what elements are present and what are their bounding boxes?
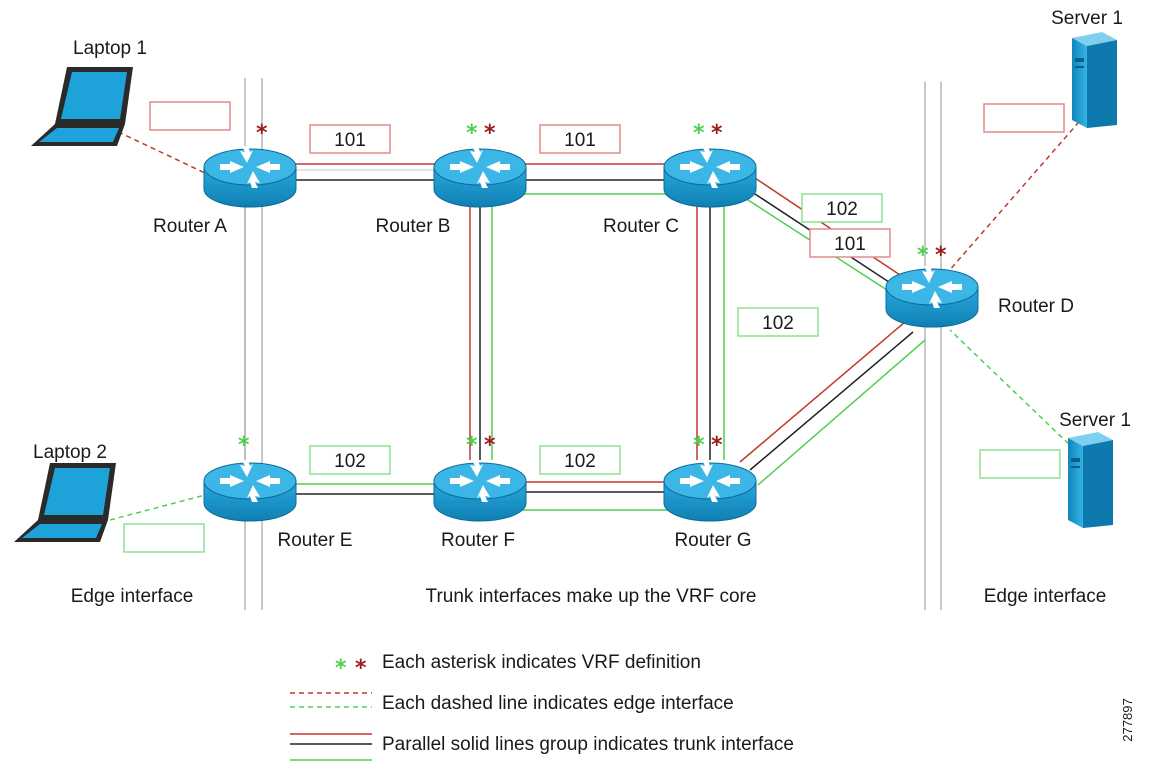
server-top-label: Server 1 [1051, 8, 1123, 29]
router-g-label: Router G [674, 530, 751, 551]
edge-link-laptop2-e [109, 494, 206, 521]
asterisk-icon: * [711, 121, 723, 146]
vrf-box-label: 102 [564, 451, 596, 472]
router-e-icon [203, 459, 297, 522]
figure-id: 277897 [1120, 698, 1135, 741]
vrf-box-label: 102 [826, 199, 858, 220]
asterisk-icon: * [935, 243, 947, 268]
server-bottom-icon [1068, 432, 1113, 528]
router-f-label: Router F [441, 530, 515, 551]
edge-link-server-bottom-d [949, 329, 1076, 451]
laptop-1-icon [31, 67, 133, 146]
asterisk-icon: * [466, 433, 478, 458]
laptop-2-label: Laptop 2 [33, 442, 107, 463]
laptop-1-label: Laptop 1 [73, 38, 147, 59]
vrf-box-label: 101 [334, 130, 366, 151]
vrf-box-bc: 101 [539, 124, 621, 154]
router-b-label: Router B [376, 216, 451, 237]
vrf-box-ab: 101 [309, 124, 391, 154]
router-f-icon [433, 459, 527, 522]
router-b-icon [433, 145, 527, 208]
vrf-box-ef: 102 [309, 445, 391, 475]
edge-separator-right [924, 82, 942, 610]
router-a-icon [203, 145, 297, 208]
router-g-icon [663, 459, 757, 522]
legend-asterisk-text: Each asterisk indicates VRF definition [382, 652, 701, 673]
asterisk-icon: * [238, 433, 250, 458]
vrf-box-fg: 102 [539, 445, 621, 475]
legend: * * Each asterisk indicates VRF definiti… [290, 652, 794, 761]
section-center-label: Trunk interfaces make up the VRF core [426, 586, 757, 607]
asterisk-icon: * [917, 243, 929, 268]
asterisk-icon: * [466, 121, 478, 146]
asterisk-icon: * [484, 433, 496, 458]
vrf-box-label: 101 [564, 130, 596, 151]
server-bottom-label: Server 1 [1059, 410, 1131, 431]
router-d-label: Router D [998, 296, 1074, 317]
vrf-asterisks: * * * * * * * * * * * * [238, 121, 947, 458]
asterisk-icon: * [256, 121, 268, 146]
asterisk-icon: * [711, 433, 723, 458]
edge-link-server-top-d [947, 114, 1086, 273]
legend-asterisk-red-icon: * [355, 656, 367, 681]
legend-solid-text: Parallel solid lines group indicates tru… [382, 734, 794, 755]
laptop-2-icon [14, 463, 116, 542]
section-right-label: Edge interface [984, 586, 1107, 607]
router-c-icon [663, 145, 757, 208]
vrf-box-label: 101 [834, 234, 866, 255]
vrf-box-cd-red: 101 [809, 228, 891, 258]
section-left-label: Edge interface [71, 586, 194, 607]
vrf-box-cd-green: 102 [801, 193, 883, 223]
router-d-icon [885, 265, 979, 328]
asterisk-icon: * [693, 433, 705, 458]
vrf-box-label: 102 [762, 313, 794, 334]
asterisk-icon: * [693, 121, 705, 146]
server-top-icon [1072, 32, 1117, 128]
vrf-box-cg: 102 [737, 307, 819, 337]
edge-links [109, 114, 1086, 521]
router-c-label: Router C [603, 216, 679, 237]
edge-link-laptop1-a [109, 127, 206, 174]
router-a-label: Router A [153, 216, 227, 237]
empty-vrf-boxes [123, 101, 1065, 553]
asterisk-icon: * [484, 121, 496, 146]
vrf-box-label: 102 [334, 451, 366, 472]
legend-asterisk-green-icon: * [335, 656, 347, 681]
router-e-label: Router E [278, 530, 353, 551]
legend-dashed-text: Each dashed line indicates edge interfac… [382, 693, 734, 714]
